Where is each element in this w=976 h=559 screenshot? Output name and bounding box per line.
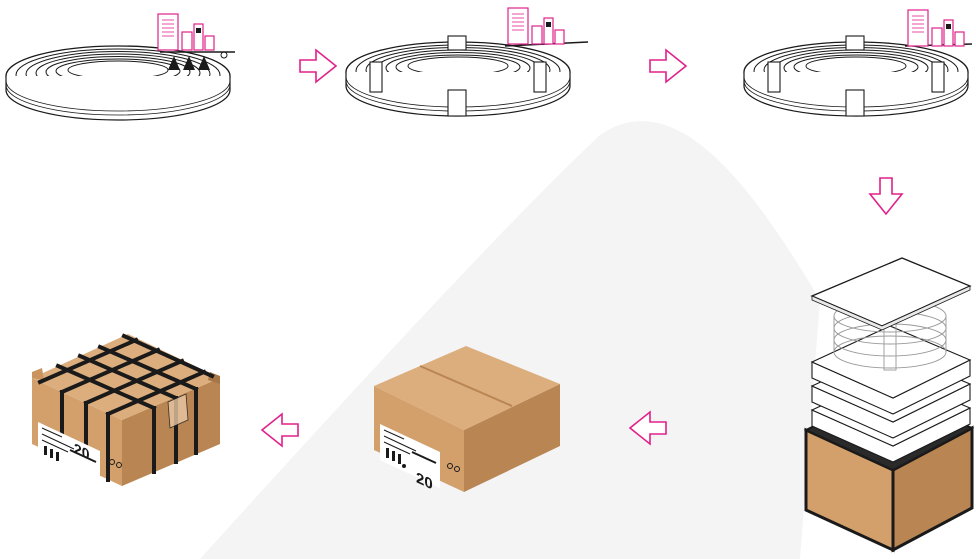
arrow-left-icon	[262, 414, 298, 446]
step-4-packing-into-carton	[806, 258, 972, 550]
step-3-strapped-coil-labels	[744, 10, 972, 116]
arrow-down-icon	[870, 178, 902, 214]
step-1-coiled-strip	[6, 14, 235, 120]
arrow-right-icon	[650, 50, 686, 82]
watermark-swoosh	[200, 121, 820, 559]
arrow-right-icon	[300, 50, 336, 82]
step-6-strapped-carton: 20	[32, 334, 220, 486]
step-2-strapped-coil	[346, 8, 588, 116]
